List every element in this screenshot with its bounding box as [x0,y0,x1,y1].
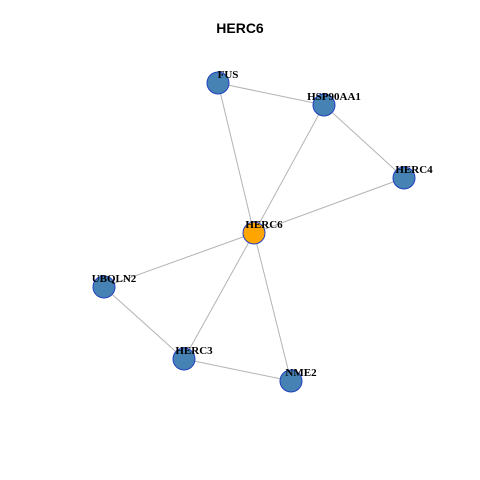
node-label-herc6: HERC6 [245,219,283,231]
node-label-ubqln2: UBQLN2 [92,273,137,285]
nodes-layer [92,71,416,393]
edge-hsp90aa1-herc4 [323,104,405,179]
node-herc6 [242,221,266,245]
graph-title: HERC6 [216,20,264,36]
edge-fus-herc6 [217,82,255,234]
node-label-nme2: NME2 [285,367,317,379]
edge-fus-hsp90aa1 [217,82,325,106]
edge-herc6-nme2 [253,232,292,382]
edge-herc4-herc6 [253,177,405,234]
node-label-hsp90aa1: HSP90AA1 [307,91,361,103]
edges-layer [103,82,405,382]
node-label-fus: FUS [218,69,239,81]
node-nme2 [279,369,303,393]
edge-herc6-ubqln2 [103,232,255,288]
edge-herc3-nme2 [183,358,292,382]
node-label-herc3: HERC3 [175,345,213,357]
edge-ubqln2-herc3 [103,286,185,360]
node-herc4 [392,166,416,190]
node-herc3 [172,347,196,371]
edge-hsp90aa1-herc6 [253,104,325,234]
node-label-herc4: HERC4 [395,164,433,176]
edge-herc6-herc3 [183,232,255,360]
node-ubqln2 [92,275,116,299]
node-fus [206,71,230,95]
node-hsp90aa1 [312,93,336,117]
